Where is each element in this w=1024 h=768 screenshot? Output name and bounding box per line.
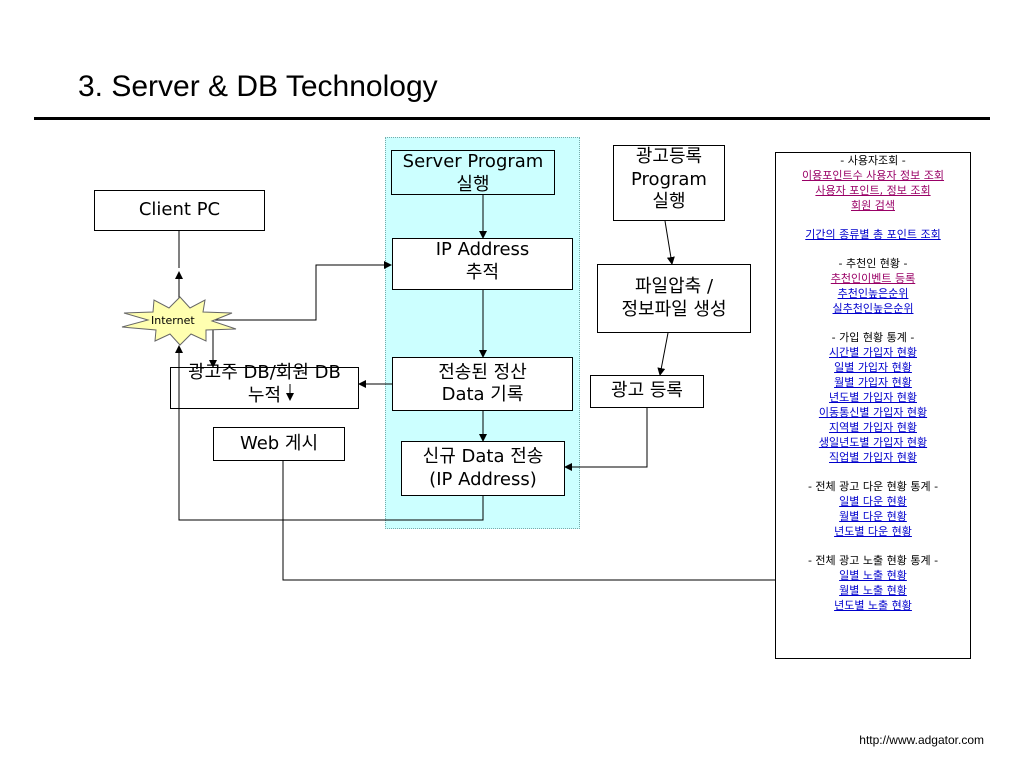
panel-link[interactable]: 기간의 종류별 총 포인트 조회: [805, 228, 941, 241]
title-divider: [34, 117, 990, 120]
ip-address-label-1: IP Address: [435, 239, 530, 260]
ad-register-program-label-3: 실행: [652, 191, 686, 212]
file-compress-label-2: 정보파일 생성: [621, 298, 727, 320]
web-post-node: Web 게시: [213, 427, 345, 461]
internet-burst-icon: [121, 296, 237, 346]
panel-section-header: - 전체 광고 노출 현황 통계 -: [807, 554, 939, 567]
panel-link[interactable]: 일별 노출 현황: [839, 569, 907, 582]
web-post-label: Web 게시: [239, 432, 319, 454]
footer-url: http://www.adgator.com: [859, 733, 984, 747]
panel-link[interactable]: 추천인이벤트 등록: [830, 272, 916, 285]
new-data-label-1: 신규 Data 전송: [422, 446, 544, 467]
panel-link[interactable]: 년도별 노출 현황: [834, 599, 912, 612]
advertiser-db-label-1: 광고주 DB/회원 DB: [188, 362, 341, 383]
panel-section-header: - 가입 현황 통계 -: [831, 331, 915, 344]
file-compress-label-1: 파일압축 /: [634, 276, 714, 297]
ip-address-label-2: 추적: [465, 261, 500, 283]
file-compress-node: 파일압축 / 정보파일 생성: [597, 264, 751, 333]
panel-gap: [776, 316, 970, 330]
data-record-label-2: Data 기록: [441, 384, 524, 405]
server-program-label-2: 실행: [456, 173, 490, 195]
data-record-label-1: 전송된 정산: [438, 361, 527, 383]
panel-section-header: - 사용자조회 -: [840, 154, 906, 167]
panel-link[interactable]: 회원 검색: [851, 199, 895, 212]
line-web-to-panel: [282, 461, 775, 581]
arrow-adprog-to-compress: [664, 220, 675, 265]
ad-register-label: 광고 등록: [611, 380, 683, 402]
arrow-internet-to-ip: [215, 261, 392, 321]
client-pc-label: Client PC: [138, 199, 221, 221]
panel-section-header: - 전체 광고 다운 현황 통계 -: [807, 480, 939, 493]
panel-link[interactable]: 실추천인높은순위: [832, 302, 914, 315]
internet-label: Internet: [151, 314, 195, 327]
ad-register-program-label-2: Program: [631, 168, 707, 190]
panel-link[interactable]: 월별 가입자 현황: [834, 376, 912, 389]
panel-link[interactable]: 년도별 가입자 현황: [829, 391, 917, 404]
page-title: 3. Server & DB Technology: [78, 70, 438, 103]
panel-gap: [776, 242, 970, 256]
panel-link[interactable]: 년도별 다운 현황: [834, 525, 912, 538]
advertiser-db-label-2: 누적: [247, 384, 282, 406]
panel-link[interactable]: 시간별 가입자 현황: [829, 346, 917, 359]
ad-register-program-node: 광고등록 Program 실행: [613, 145, 725, 221]
panel-gap: [776, 213, 970, 227]
panel-link[interactable]: 추천인높은순위: [837, 287, 909, 300]
panel-link[interactable]: 월별 노출 현황: [839, 584, 907, 597]
panel-link[interactable]: 이동통신별 가입자 현황: [818, 406, 928, 419]
panel-link[interactable]: 사용자 포인트, 정보 조회: [815, 184, 931, 197]
data-record-node: 전송된 정산 Data 기록: [392, 357, 573, 411]
new-data-label-2: (IP Address): [429, 468, 537, 490]
advertiser-db-node: 광고주 DB/회원 DB 누적: [170, 362, 359, 409]
panel-link[interactable]: 이용포인트수 사용자 정보 조회: [801, 169, 945, 182]
panel-gap: [776, 539, 970, 553]
panel-section-header: - 추천인 현황 -: [838, 257, 908, 270]
panel-link[interactable]: 지역별 가입자 현황: [829, 421, 917, 434]
arrow-adreg-to-new: [564, 408, 648, 471]
ip-address-node: IP Address 추적: [392, 238, 573, 290]
server-program-label-1: Server Program: [402, 151, 544, 172]
panel-link[interactable]: 직업별 가입자 현황: [829, 451, 917, 464]
panel-link[interactable]: 월별 다운 현황: [839, 510, 907, 523]
new-data-node: 신규 Data 전송 (IP Address): [401, 441, 565, 496]
client-pc-node: Client PC: [94, 190, 265, 231]
panel-link[interactable]: 일별 다운 현황: [839, 495, 907, 508]
arrow-new-to-client: [175, 345, 484, 521]
arrow-compress-to-adreg: [657, 332, 669, 376]
ad-register-program-label-1: 광고등록: [635, 146, 703, 167]
panel-link[interactable]: 생일년도별 가입자 현황: [818, 436, 928, 449]
panel-gap: [776, 465, 970, 479]
panel-link[interactable]: 일별 가입자 현황: [834, 361, 912, 374]
ad-register-node: 광고 등록: [590, 375, 704, 408]
server-program-node: Server Program 실행: [391, 150, 555, 195]
